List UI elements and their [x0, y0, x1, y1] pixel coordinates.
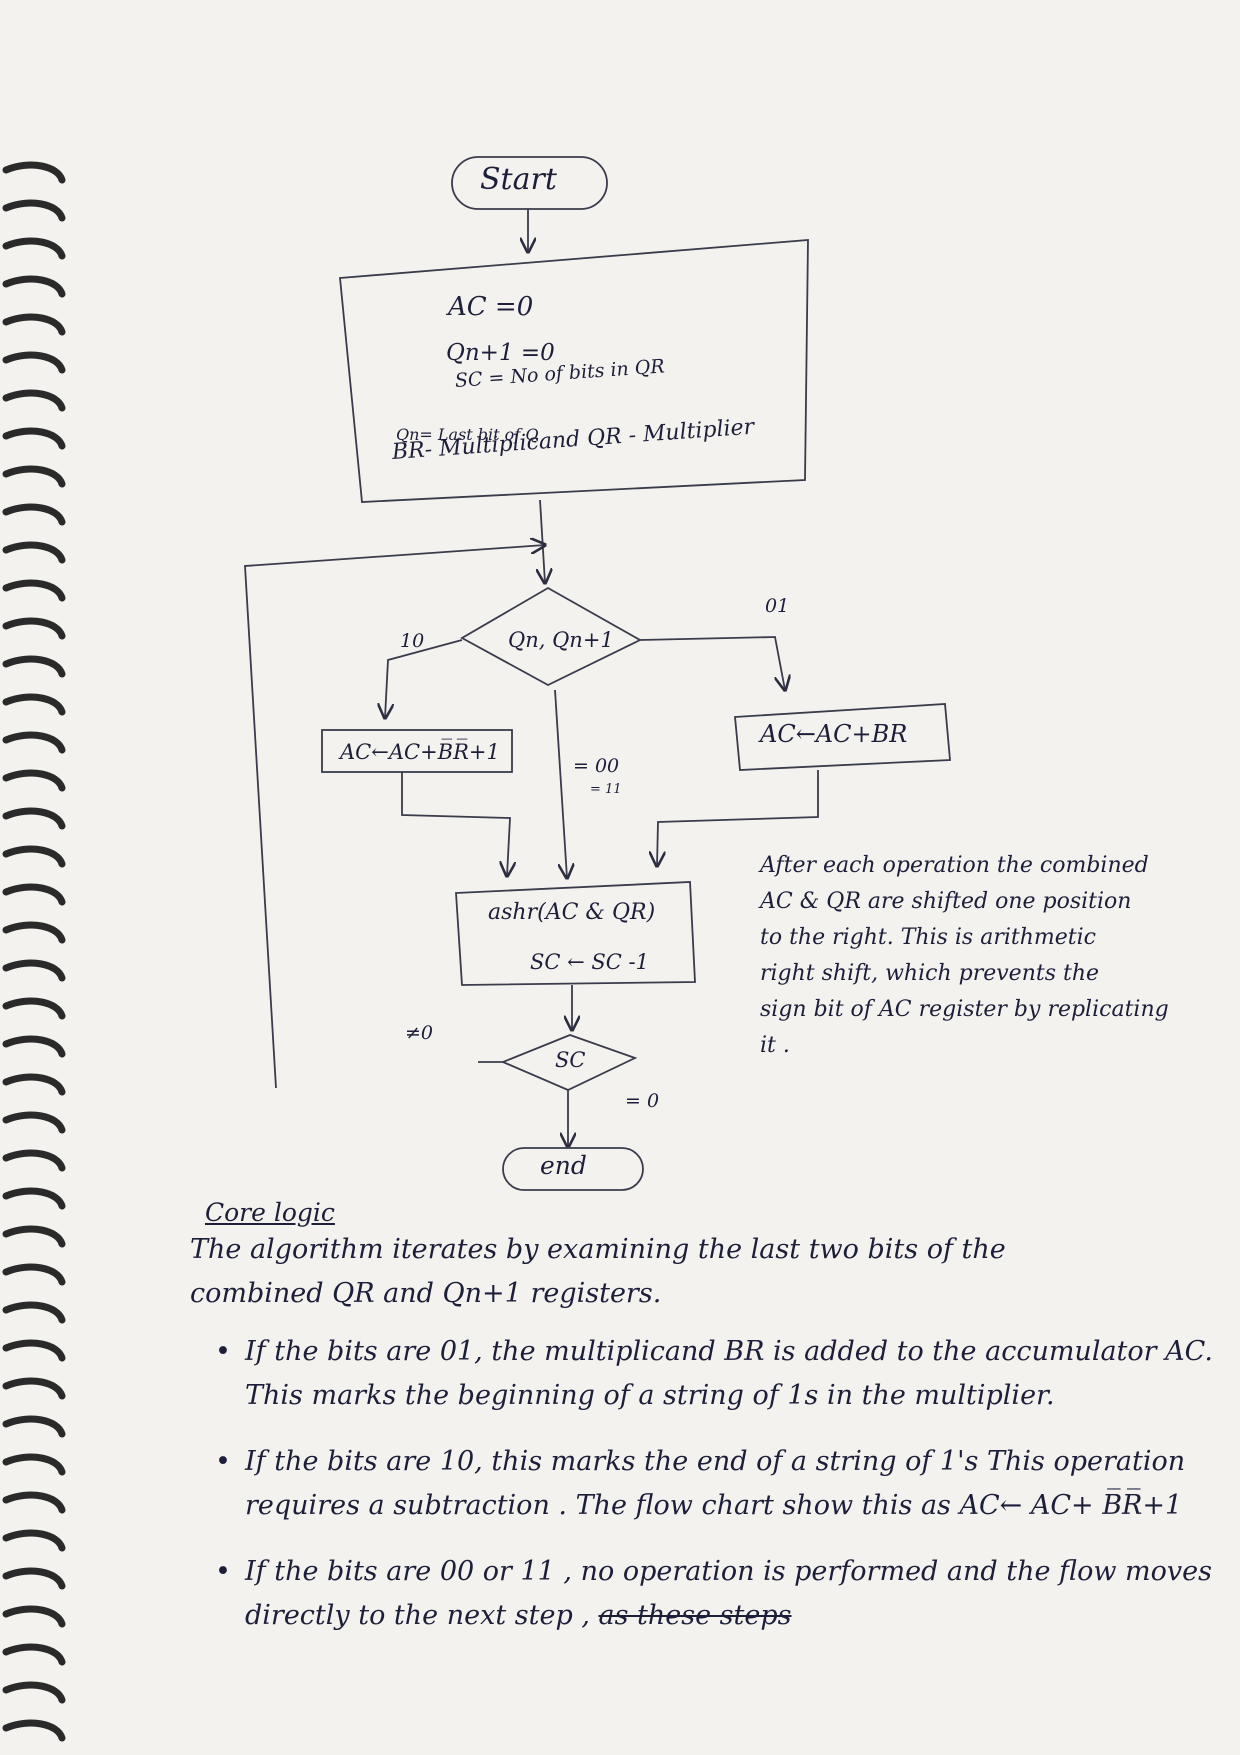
spiral-coil: [2, 351, 66, 374]
decision-diamond: [460, 586, 642, 687]
spiral-coil: [2, 199, 66, 222]
spiral-coil: [2, 731, 66, 754]
eq-11-label: = 11: [590, 782, 622, 797]
spiral-coil: [2, 1377, 66, 1400]
branch-10-label: 10: [400, 630, 425, 652]
init-qn1: Qn+1 =0: [446, 340, 555, 366]
side-note-line: to the right. This is arithmetic: [760, 925, 1096, 950]
start-label: Start: [480, 162, 557, 197]
spiral-coil: [2, 807, 66, 830]
init-qn: Qn= Last bit of Q: [396, 425, 539, 444]
spiral-coil: [2, 1567, 66, 1590]
spiral-coil: [2, 1263, 66, 1286]
bullet-00-11-text: If the bits are 00 or 11 , no operation …: [245, 1556, 1212, 1631]
spiral-coil: [2, 769, 66, 792]
add-box-label: AC←AC+BR: [760, 720, 908, 748]
spiral-coil: [2, 1187, 66, 1210]
spiral-coil: [2, 275, 66, 298]
start-terminal: [451, 156, 608, 210]
side-note-line: AC & QR are shifted one position: [760, 889, 1132, 914]
spiral-coil: [2, 883, 66, 906]
spiral-coil: [2, 655, 66, 678]
init-box: [339, 239, 809, 503]
add-to-shift-line: [657, 770, 819, 866]
spiral-coil: [2, 1035, 66, 1058]
spiral-coil: [2, 1605, 66, 1628]
spiral-coil: [2, 1643, 66, 1666]
spiral-coil: [2, 617, 66, 640]
intro-line: The algorithm iterates by examining the …: [190, 1234, 1006, 1265]
sub-to-shift-line: [401, 772, 510, 876]
side-note-line: right shift, which prevents the: [760, 961, 1100, 986]
spiral-coil: [2, 1111, 66, 1134]
struck-text: as these steps: [598, 1600, 792, 1631]
loop-back-line: [244, 545, 545, 1089]
decision-label: Qn, Qn+1: [508, 628, 614, 652]
spiral-coil: [2, 1491, 66, 1514]
sub-box: [321, 729, 513, 773]
spiral-coil: [2, 1149, 66, 1172]
core-logic-heading: Core logic: [205, 1198, 335, 1227]
spiral-coil: [2, 1529, 66, 1552]
side-note-line: sign bit of AC register by replicating: [760, 997, 1169, 1022]
spiral-coil: [2, 1073, 66, 1096]
spiral-coil: [2, 1453, 66, 1476]
spiral-coil: [2, 1339, 66, 1362]
shift-line1: ashr(AC & QR): [488, 900, 656, 925]
eq-00-label: = 00: [573, 755, 620, 777]
neq-zero-label: ≠0: [405, 1022, 434, 1044]
spiral-coil: [2, 237, 66, 260]
eq-zero-label: = 0: [625, 1090, 660, 1112]
spiral-binding: [2, 161, 66, 1742]
side-note-line: After each operation the combined: [760, 853, 1149, 878]
init-ac: AC =0: [448, 292, 534, 322]
spiral-coil: [2, 959, 66, 982]
spiral-coil: [2, 845, 66, 868]
sc-decision-label: SC: [555, 1048, 586, 1072]
add-box: [734, 703, 951, 771]
spiral-coil: [2, 1301, 66, 1324]
spiral-coil: [2, 997, 66, 1020]
spiral-coil: [2, 503, 66, 526]
spiral-coil: [2, 541, 66, 564]
bullet-00-11: If the bits are 00 or 11 , no operation …: [215, 1550, 1215, 1638]
spiral-coil: [2, 161, 66, 184]
core-logic-intro: The algorithm iterates by examining the …: [190, 1228, 1220, 1316]
middle-line: [554, 689, 567, 878]
spiral-coil: [2, 313, 66, 336]
shift-line2: SC ← SC -1: [530, 950, 649, 974]
spiral-coil: [2, 1681, 66, 1704]
bullet-01: If the bits are 01, the multiplicand BR …: [215, 1330, 1215, 1418]
spiral-coil: [2, 693, 66, 716]
core-logic-bullets: If the bits are 01, the multiplicand BR …: [215, 1330, 1215, 1660]
spiral-coil: [2, 427, 66, 450]
arrow-init-to-decision: [540, 499, 545, 583]
end-terminal: [502, 1147, 644, 1191]
side-note-line: it .: [760, 1033, 790, 1058]
spiral-coil: [2, 1225, 66, 1248]
shift-box: [455, 881, 696, 986]
end-label: end: [540, 1151, 587, 1180]
branch-01-line: [639, 636, 785, 690]
spiral-coil: [2, 1719, 66, 1742]
branch-10-line: [385, 639, 463, 718]
side-note: After each operation the combined AC & Q…: [760, 848, 1220, 1064]
sub-box-label: AC←AC+B̅R̅+1: [340, 740, 500, 764]
spiral-coil: [2, 389, 66, 412]
spiral-coil: [2, 465, 66, 488]
spiral-coil: [2, 579, 66, 602]
intro-line: combined QR and Qn+1 registers.: [190, 1278, 662, 1309]
bullet-10: If the bits are 10, this marks the end o…: [215, 1440, 1215, 1528]
spiral-coil: [2, 921, 66, 944]
branch-01-label: 01: [765, 595, 790, 617]
spiral-coil: [2, 1415, 66, 1438]
